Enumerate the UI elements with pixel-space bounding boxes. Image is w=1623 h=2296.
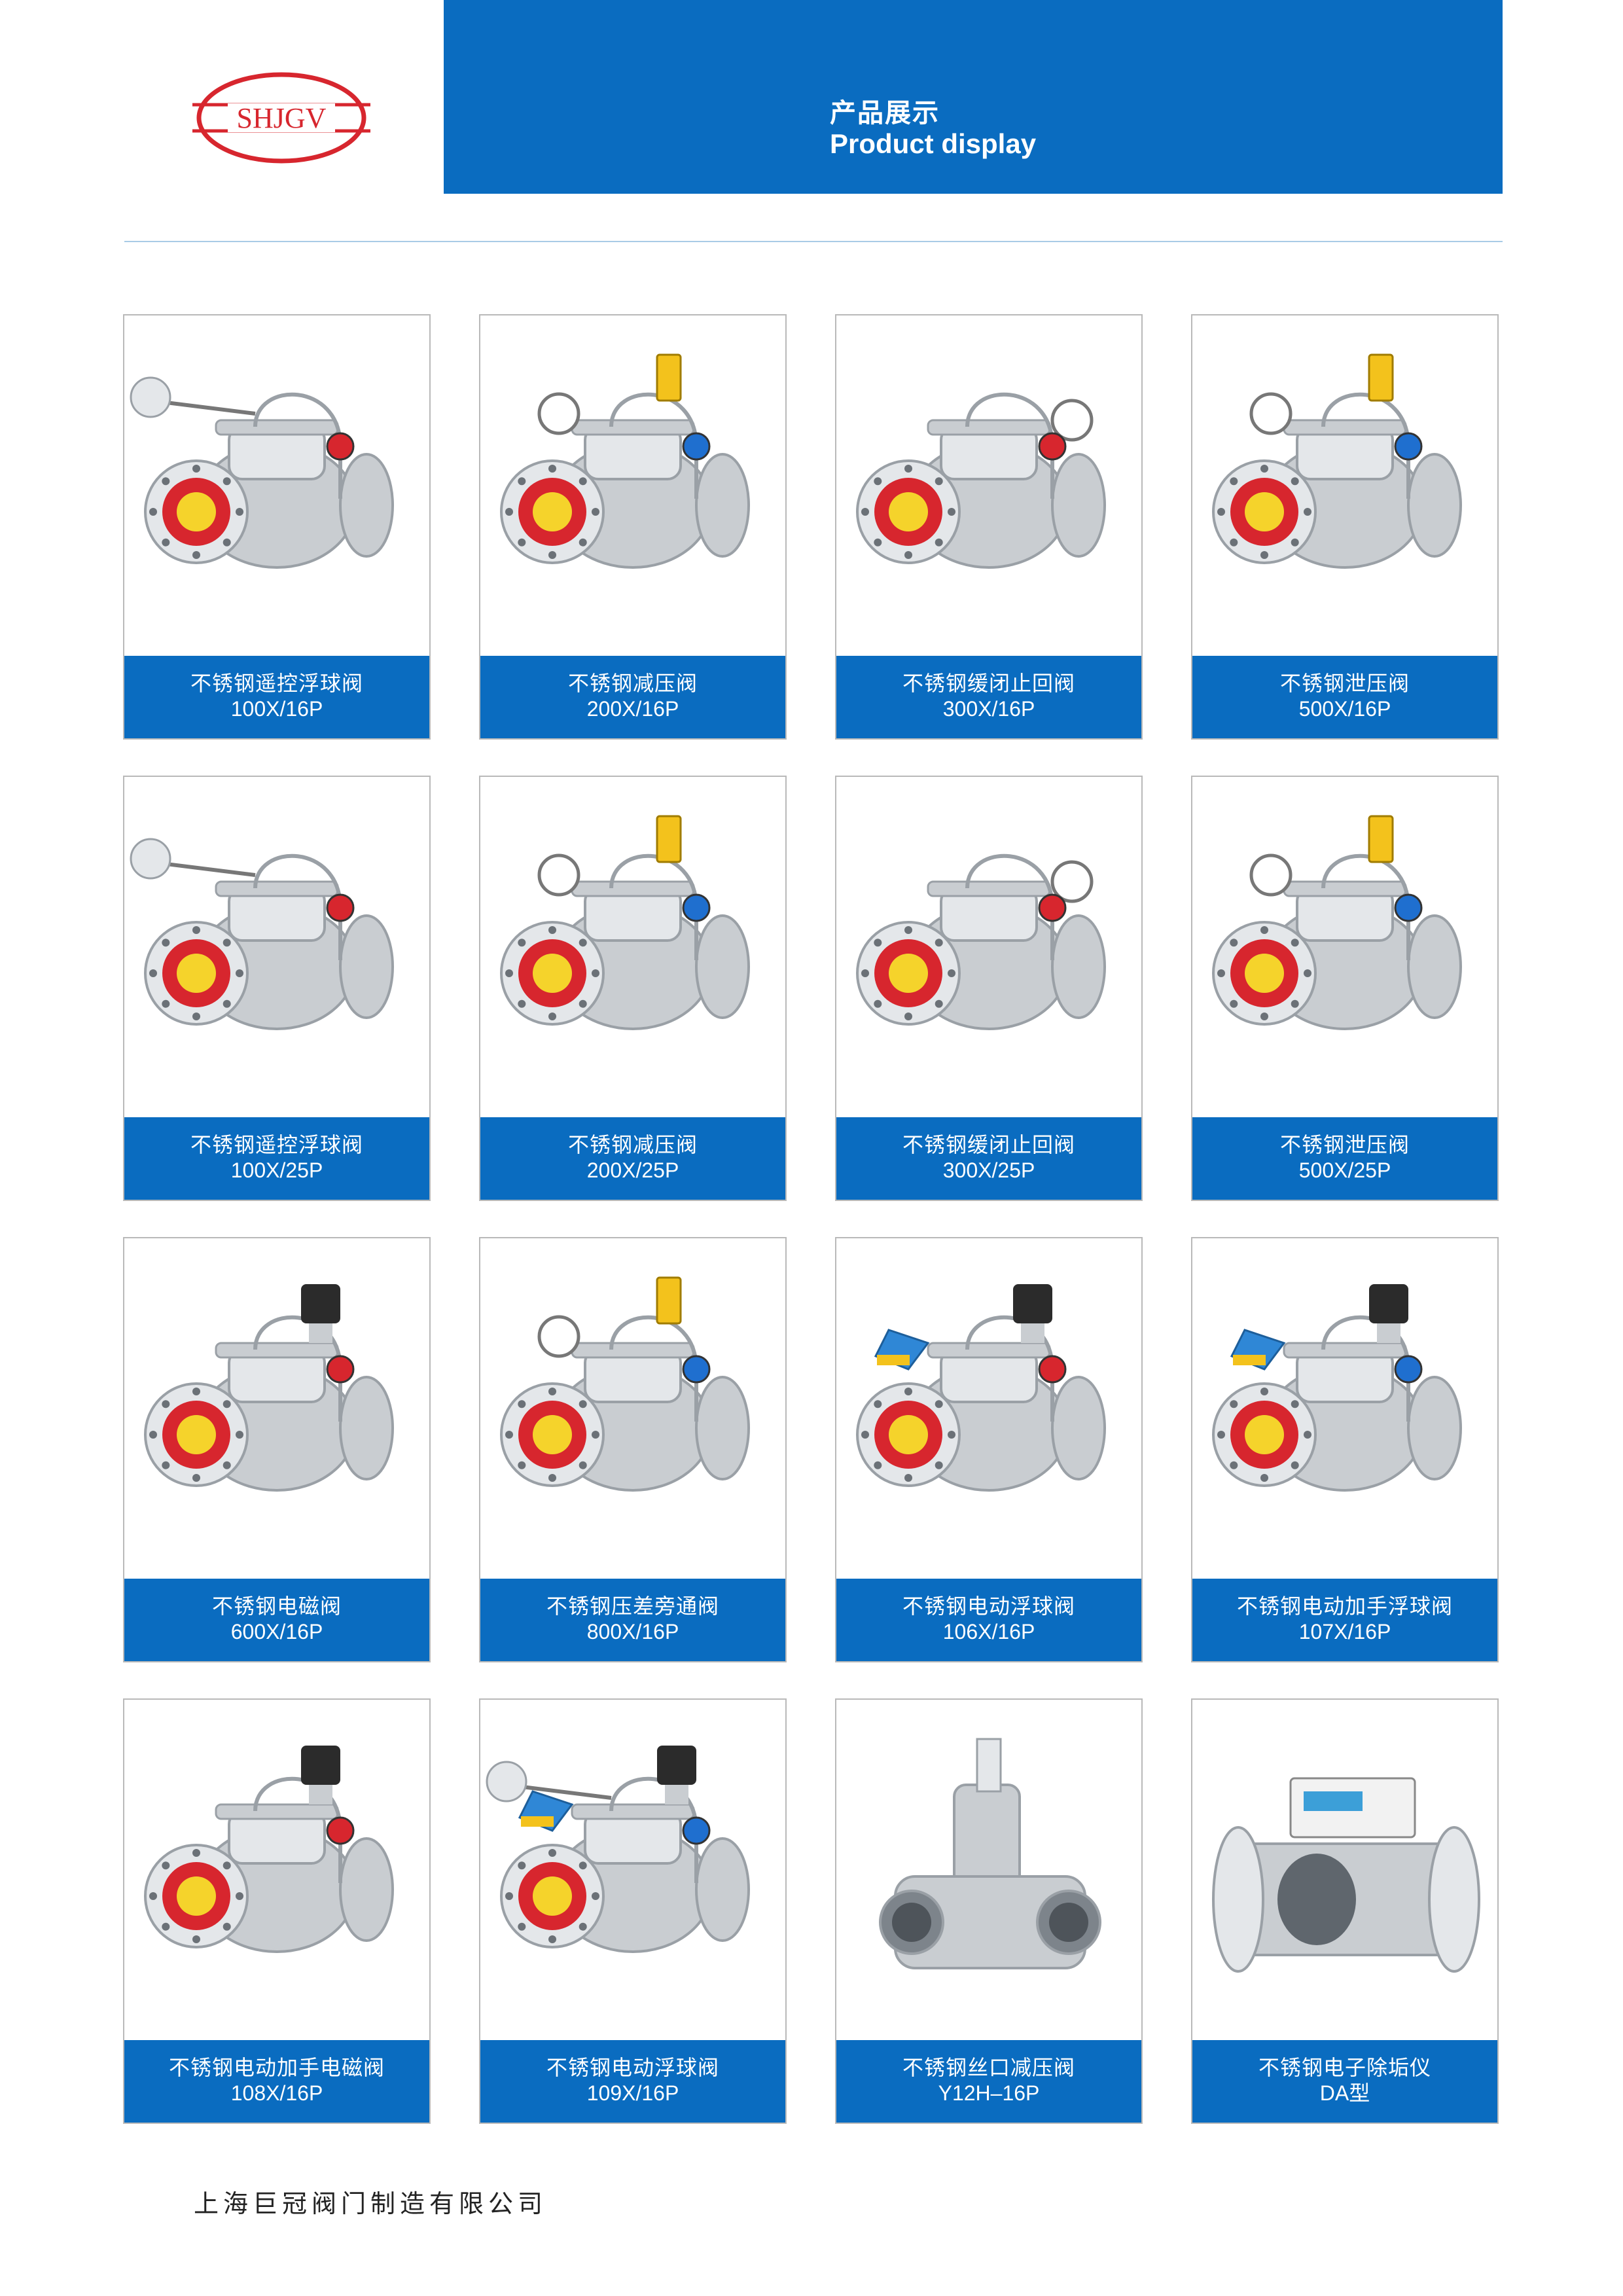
bypass-valve-icon bbox=[500, 1276, 750, 1492]
page-title-cn: 产品展示 bbox=[830, 98, 940, 128]
pressure-reducing-valve-icon bbox=[500, 815, 750, 1030]
pressure-reducing-valve-icon bbox=[500, 353, 750, 569]
float-valve-icon bbox=[130, 838, 394, 1030]
page-title-en: Product display bbox=[830, 128, 1037, 159]
product-name: 不锈钢电磁阀 bbox=[211, 1594, 342, 1619]
product-model: 106X/16P bbox=[942, 1620, 1035, 1643]
electric-float-valve-icon bbox=[486, 1746, 750, 1953]
product-name: 不锈钢丝口减压阀 bbox=[902, 2055, 1075, 2080]
product-name: 不锈钢缓闭止回阀 bbox=[902, 1132, 1075, 1157]
header-divider bbox=[124, 241, 1503, 242]
logo-text: SHJGV bbox=[237, 102, 327, 134]
product-name: 不锈钢遥控浮球阀 bbox=[190, 1132, 363, 1157]
relief-valve-icon bbox=[1212, 815, 1462, 1030]
footer-company-name: 上海巨冠阀门制造有限公司 bbox=[194, 2189, 548, 2218]
product-name: 不锈钢电动浮球阀 bbox=[546, 2055, 719, 2080]
product-model: DA型 bbox=[1319, 2081, 1370, 2105]
product-name: 不锈钢压差旁通阀 bbox=[546, 1594, 719, 1619]
product-name: 不锈钢电动加手电磁阀 bbox=[168, 2055, 385, 2080]
float-valve-icon bbox=[130, 376, 394, 569]
product-name: 不锈钢泄压阀 bbox=[1279, 1132, 1410, 1157]
product-name: 不锈钢减压阀 bbox=[567, 1132, 698, 1157]
product-model: 200X/16P bbox=[586, 697, 679, 721]
product-model: 108X/16P bbox=[230, 2081, 323, 2105]
product-name: 不锈钢电子除垢仪 bbox=[1258, 2055, 1431, 2080]
product-model: 100X/25P bbox=[230, 1158, 323, 1182]
product-model: 300X/25P bbox=[942, 1158, 1035, 1182]
threaded-valve-icon bbox=[879, 1738, 1101, 1969]
descaler-icon bbox=[1212, 1777, 1480, 1973]
product-model: 500X/25P bbox=[1298, 1158, 1391, 1182]
product-model: 800X/16P bbox=[586, 1620, 679, 1643]
product-model: 200X/25P bbox=[586, 1158, 679, 1182]
check-valve-icon bbox=[856, 853, 1106, 1030]
electric-float-valve-icon bbox=[1212, 1284, 1462, 1492]
product-model: 109X/16P bbox=[586, 2081, 679, 2105]
product-name: 不锈钢遥控浮球阀 bbox=[190, 671, 363, 696]
electric-float-valve-icon bbox=[856, 1284, 1106, 1492]
solenoid-valve-icon bbox=[144, 1746, 394, 1953]
header-band: 产品展示 Product display bbox=[444, 0, 1503, 194]
product-model: 500X/16P bbox=[1298, 697, 1391, 721]
company-logo: SHJGV bbox=[192, 72, 370, 164]
product-name: 不锈钢减压阀 bbox=[567, 671, 698, 696]
solenoid-valve-icon bbox=[144, 1284, 394, 1492]
product-model: 107X/16P bbox=[1298, 1620, 1391, 1643]
relief-valve-icon bbox=[1212, 353, 1462, 569]
product-model: 600X/16P bbox=[230, 1620, 323, 1643]
product-name: 不锈钢电动浮球阀 bbox=[902, 1594, 1075, 1619]
product-model: 100X/16P bbox=[230, 697, 323, 721]
product-name: 不锈钢电动加手浮球阀 bbox=[1236, 1594, 1453, 1619]
product-model: Y12H–16P bbox=[938, 2081, 1040, 2105]
product-name: 不锈钢缓闭止回阀 bbox=[902, 671, 1075, 696]
product-model: 300X/16P bbox=[942, 697, 1035, 721]
product-name: 不锈钢泄压阀 bbox=[1279, 671, 1410, 696]
check-valve-icon bbox=[856, 392, 1106, 569]
